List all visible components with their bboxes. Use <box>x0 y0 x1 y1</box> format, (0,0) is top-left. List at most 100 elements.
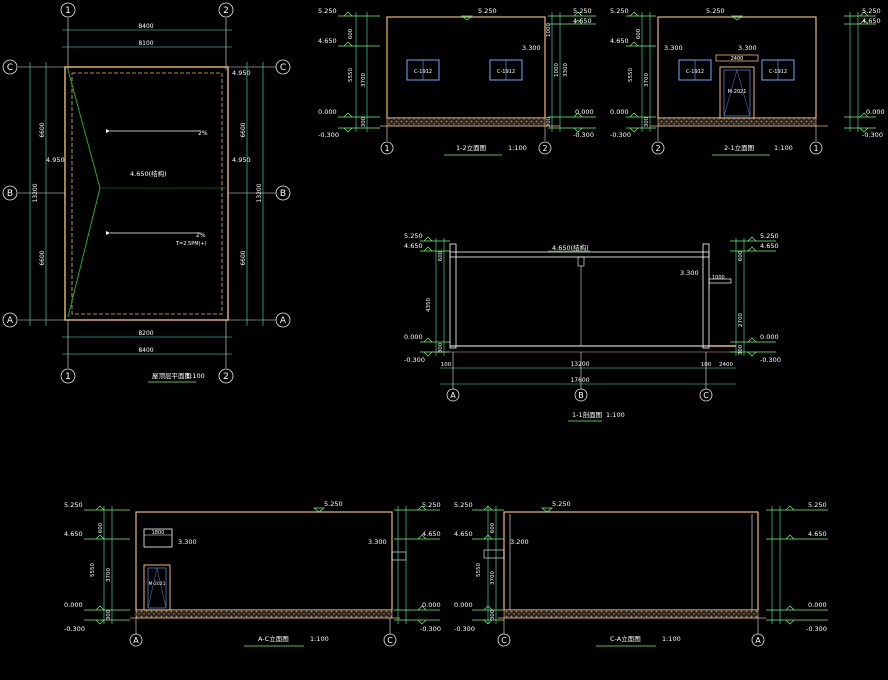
eca-axis-C: C <box>497 618 511 647</box>
e12-wall-outline <box>386 16 546 119</box>
e21-level-right-4: -0.300 <box>862 131 883 139</box>
plan-dim-top-1: 8400 <box>138 23 153 30</box>
plan-level-right: 4.950 <box>232 156 251 164</box>
plan-axis-right-B: B <box>228 185 291 201</box>
sec-level-left-1: 5.250 <box>404 232 423 240</box>
e12-axis-2: 2 <box>538 126 552 155</box>
eac-title: A-C立面图 <box>258 634 289 643</box>
plan-roof-level-label: 4.650(结构) <box>130 169 167 178</box>
plan-axis-left-A: A <box>2 312 65 328</box>
svg-text:M-2021: M-2021 <box>728 89 747 95</box>
e21-window-2: C-1912 <box>761 59 795 81</box>
e12-window-2: C-1912 <box>489 59 523 81</box>
plan-title: 屋顶层平面图 <box>152 372 191 380</box>
e21-axis-1: 1 <box>809 126 823 155</box>
sec-dim-bottom-4: 2400 <box>719 362 733 368</box>
svg-text:A: A <box>133 636 139 645</box>
eca-window-level: 3.200 <box>510 538 529 546</box>
e21-axis-2: 2 <box>651 126 665 155</box>
sec-level-right-1: 5.250 <box>760 232 779 240</box>
eac-level-left-2: 4.650 <box>64 530 83 538</box>
eca-top-level: 5.250 <box>552 500 571 508</box>
svg-text:C-1912: C-1912 <box>414 69 432 75</box>
eca-level-right-2: 4.650 <box>808 530 827 538</box>
sec-title: 1-1剖面图 <box>572 410 602 419</box>
eac-window: 1800 <box>143 528 173 548</box>
svg-text:B: B <box>7 189 13 199</box>
sec-dim-bottom-total: 17600 <box>570 377 589 384</box>
sec-level-left-2: 4.650 <box>404 242 423 250</box>
sec-dim-right-1: 600 <box>738 250 744 261</box>
e12-dim-right-4: 300 <box>546 116 552 127</box>
sec-level-left-4: -0.300 <box>404 356 425 364</box>
eca-level-right-3: 0.000 <box>808 601 827 609</box>
plan-slope-label-lower: 2% <box>196 232 206 239</box>
eac-level-right-4: -0.300 <box>420 625 441 633</box>
svg-text:1: 1 <box>65 372 71 382</box>
e12-level-right-2: 4.650 <box>573 17 592 25</box>
e21-top-level: 5.250 <box>706 7 725 15</box>
e21-dim-left-2: 5550 <box>628 68 634 82</box>
e21-plinth <box>657 117 817 127</box>
e12-window-1: C-1912 <box>406 59 440 81</box>
e12-dim-left-2: 5550 <box>348 68 354 82</box>
plan-dim-top-2: 8100 <box>138 40 153 47</box>
e21-level-right-2: 4.650 <box>862 17 881 25</box>
e12-level-left-4: -0.300 <box>318 131 339 139</box>
eac-top-level: 5.250 <box>324 500 343 508</box>
eca-level-right-4: -0.300 <box>806 625 827 633</box>
e12-scale: 1:100 <box>508 144 527 152</box>
sec-dim-bottom-2: 13200 <box>570 361 589 368</box>
e21-door: 2400 M-2021 <box>715 54 759 119</box>
e12-level-left-2: 4.650 <box>318 37 337 45</box>
plan-ridge-line <box>67 69 101 318</box>
sec-dim-left-2: 4350 <box>426 298 432 312</box>
plan-dim-right-total: 13200 <box>256 183 263 202</box>
elevation-2-1: 5.250 4.650 0.000 -0.300 600 5550 3700 3… <box>610 7 885 156</box>
e12-level-right-1: 5.250 <box>573 7 592 15</box>
sec-dim-left-1: 600 <box>438 250 444 261</box>
plan-parapet-inner <box>71 72 223 315</box>
e21-level-left-4: -0.300 <box>610 131 631 139</box>
e12-dim-left-3: 3700 <box>361 73 367 87</box>
svg-text:C: C <box>387 636 393 645</box>
sec-level-left-3: 0.000 <box>404 333 423 341</box>
sec-beam <box>577 256 585 267</box>
plan-axis-bottom-1: 1 <box>60 320 76 384</box>
e21-door-dim: 2400 <box>731 56 744 62</box>
e12-dim-right-2: 1000 <box>554 63 560 77</box>
elevation-C-A: 5.250 4.650 0.000 -0.300 600 5550 3700 3… <box>454 500 828 647</box>
sec-level-right-4: -0.300 <box>760 356 781 364</box>
eac-dim-left-2: 5550 <box>90 563 96 577</box>
elevation-A-C: 5.250 4.650 0.000 -0.300 600 5550 3700 3… <box>64 500 441 647</box>
plan-dim-bottom-2: 8400 <box>138 347 153 354</box>
e12-top-level: 5.250 <box>478 7 497 15</box>
svg-text:A: A <box>7 316 14 326</box>
svg-text:C: C <box>7 63 13 73</box>
svg-text:A: A <box>280 316 287 326</box>
e21-window-1: C-1912 <box>678 59 712 81</box>
sec-scale: 1:100 <box>606 411 625 419</box>
svg-text:C: C <box>703 391 709 400</box>
eca-plinth <box>503 609 759 619</box>
svg-text:C: C <box>280 63 286 73</box>
sec-canopy: 3.300 1000 <box>680 269 732 290</box>
eca-level-left-2: 4.650 <box>454 530 473 538</box>
svg-text:B: B <box>578 391 584 400</box>
sec-dim-bottom-1: 100 <box>441 362 452 368</box>
svg-text:1: 1 <box>384 144 389 153</box>
roof-plan: 1 2 8400 8100 2% 2% 4.650(结构) T=2.5PM(+)… <box>2 2 291 384</box>
plan-level-left: 4.950 <box>46 156 65 164</box>
svg-text:1: 1 <box>813 144 818 153</box>
eac-scale: 1:100 <box>310 635 329 643</box>
eac-axis-A: A <box>129 618 143 647</box>
svg-text:A: A <box>755 636 761 645</box>
plan-dim-right-upper: 6600 <box>240 122 247 137</box>
eac-level-right-2: 4.650 <box>422 530 441 538</box>
e21-dim-left-3: 3700 <box>644 73 650 87</box>
eac-level-right-1: 5.250 <box>422 501 441 509</box>
plan-axis-left-B: B <box>2 185 65 201</box>
plan-dim-left-total: 13200 <box>32 183 39 202</box>
sec-axis-B: B <box>574 352 588 402</box>
plan-slope-label-upper: 2% <box>198 130 208 137</box>
